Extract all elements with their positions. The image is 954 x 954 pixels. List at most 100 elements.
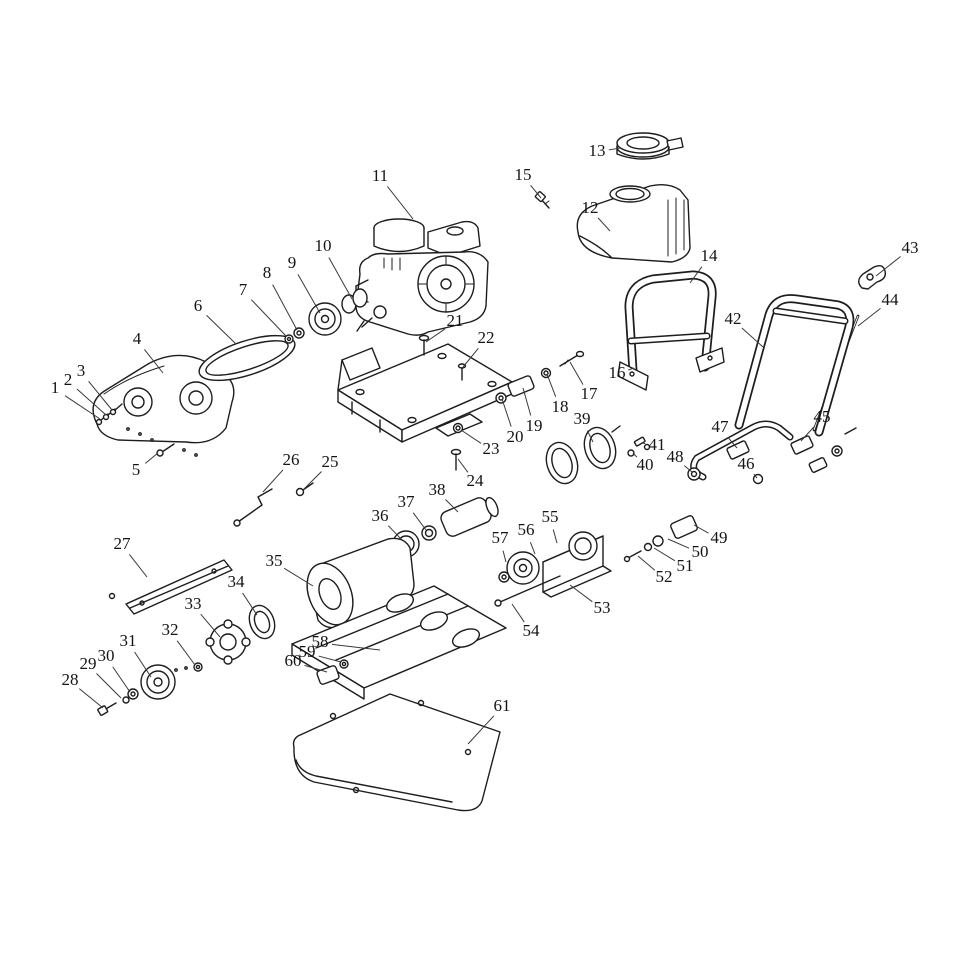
wheel-assembly-drawing: [494, 531, 612, 607]
leader-line-39: [586, 430, 594, 443]
pulley-washers-drawing: [284, 327, 305, 344]
part-label-43: 43: [902, 238, 919, 257]
part-label-51: 51: [677, 556, 694, 575]
part-label-24: 24: [467, 471, 485, 490]
leader-line-21: [425, 328, 446, 343]
part-label-37: 37: [398, 492, 416, 511]
leader-line-55: [552, 529, 558, 544]
belt-guard-drawing: [92, 354, 235, 444]
leader-line-1: [64, 395, 101, 420]
leader-line-18: [546, 373, 557, 397]
clamp-rings-drawing: [545, 425, 621, 485]
leader-line-37: [412, 512, 427, 531]
part-label-17: 17: [581, 384, 599, 403]
leader-line-4: [144, 349, 164, 374]
clamp-bolts-drawing: [627, 436, 651, 457]
fuel-tank-drawing: [576, 183, 691, 263]
leader-line-13: [608, 147, 621, 151]
part-label-19: 19: [526, 416, 543, 435]
part-label-28: 28: [62, 670, 79, 689]
leader-line-20: [501, 398, 512, 427]
leader-line-33: [200, 613, 221, 638]
leader-line-53: [569, 584, 593, 603]
leader-line-36: [387, 525, 403, 541]
leader-line-50: [667, 538, 690, 549]
part-label-54: 54: [523, 621, 541, 640]
leader-line-15: [530, 184, 542, 199]
part-label-4: 4: [133, 329, 142, 348]
part-label-22: 22: [478, 328, 495, 347]
part-label-50: 50: [692, 542, 709, 561]
leader-line-16: [628, 367, 635, 371]
handlebar-hardware-drawing: [687, 427, 857, 485]
leader-line-48: [683, 465, 693, 473]
deck-plate-drawing: [337, 343, 513, 443]
leader-line-42: [741, 327, 764, 348]
leader-line-32: [176, 640, 196, 666]
part-label-45: 45: [814, 407, 831, 426]
part-label-42: 42: [725, 309, 742, 328]
support-bracket-drawing: [108, 559, 233, 615]
leader-line-25: [302, 471, 322, 491]
part-label-36: 36: [372, 506, 389, 525]
part-label-11: 11: [372, 166, 388, 185]
part-label-8: 8: [263, 263, 272, 282]
upper-handle-drawing: [734, 294, 855, 437]
leader-line-17: [569, 361, 584, 385]
leader-line-28: [78, 688, 104, 709]
leader-line-49: [693, 524, 709, 534]
part-label-10: 10: [315, 236, 332, 255]
part-label-39: 39: [574, 409, 591, 428]
leader-line-8: [272, 284, 298, 331]
part-label-6: 6: [194, 296, 203, 315]
part-label-15: 15: [515, 165, 532, 184]
spacer-set-drawing: [623, 515, 698, 563]
leader-line-30: [112, 666, 131, 693]
leader-line-23: [460, 429, 482, 444]
part-label-18: 18: [552, 397, 569, 416]
leader-line-44: [857, 307, 881, 327]
part-label-31: 31: [120, 631, 137, 650]
part-label-26: 26: [283, 450, 300, 469]
part-label-9: 9: [288, 253, 297, 272]
leader-line-41: [641, 442, 646, 445]
leader-line-60: [304, 664, 328, 673]
leader-line-6: [206, 315, 237, 345]
engine-drawing: [355, 218, 489, 336]
leader-line-24: [457, 458, 469, 473]
leader-line-26: [262, 469, 284, 493]
leader-line-27: [128, 554, 148, 578]
leader-line-35: [283, 567, 314, 587]
handle-foot-drawing: [617, 347, 725, 391]
part-label-40: 40: [637, 455, 654, 474]
part-label-5: 5: [132, 460, 141, 479]
part-label-59: 59: [299, 642, 316, 661]
loop-handle-drawing: [624, 270, 717, 376]
part-label-30: 30: [98, 646, 115, 665]
leader-line-56: [529, 541, 536, 555]
part-label-47: 47: [712, 417, 730, 436]
leader-line-2: [76, 388, 107, 416]
leader-line-47: [727, 436, 738, 449]
leader-line-22: [462, 347, 479, 368]
part-label-27: 27: [114, 534, 132, 553]
leader-line-12: [597, 217, 611, 232]
leader-line-43: [875, 256, 901, 277]
part-label-2: 2: [64, 370, 73, 389]
leader-line-59: [318, 655, 342, 663]
part-label-46: 46: [738, 454, 755, 473]
part-label-12: 12: [582, 198, 599, 217]
part-label-55: 55: [542, 507, 559, 526]
part-label-61: 61: [494, 696, 511, 715]
engine-pulley-drawing: [308, 288, 368, 336]
leader-line-45: [800, 426, 815, 442]
part-label-41: 41: [649, 435, 666, 454]
part-label-48: 48: [667, 447, 684, 466]
leader-line-19: [522, 387, 532, 416]
part-label-14: 14: [701, 246, 719, 265]
leader-line-31: [134, 651, 152, 678]
leader-line-7: [250, 299, 287, 337]
part-label-49: 49: [711, 528, 728, 547]
part-label-58: 58: [312, 632, 329, 651]
